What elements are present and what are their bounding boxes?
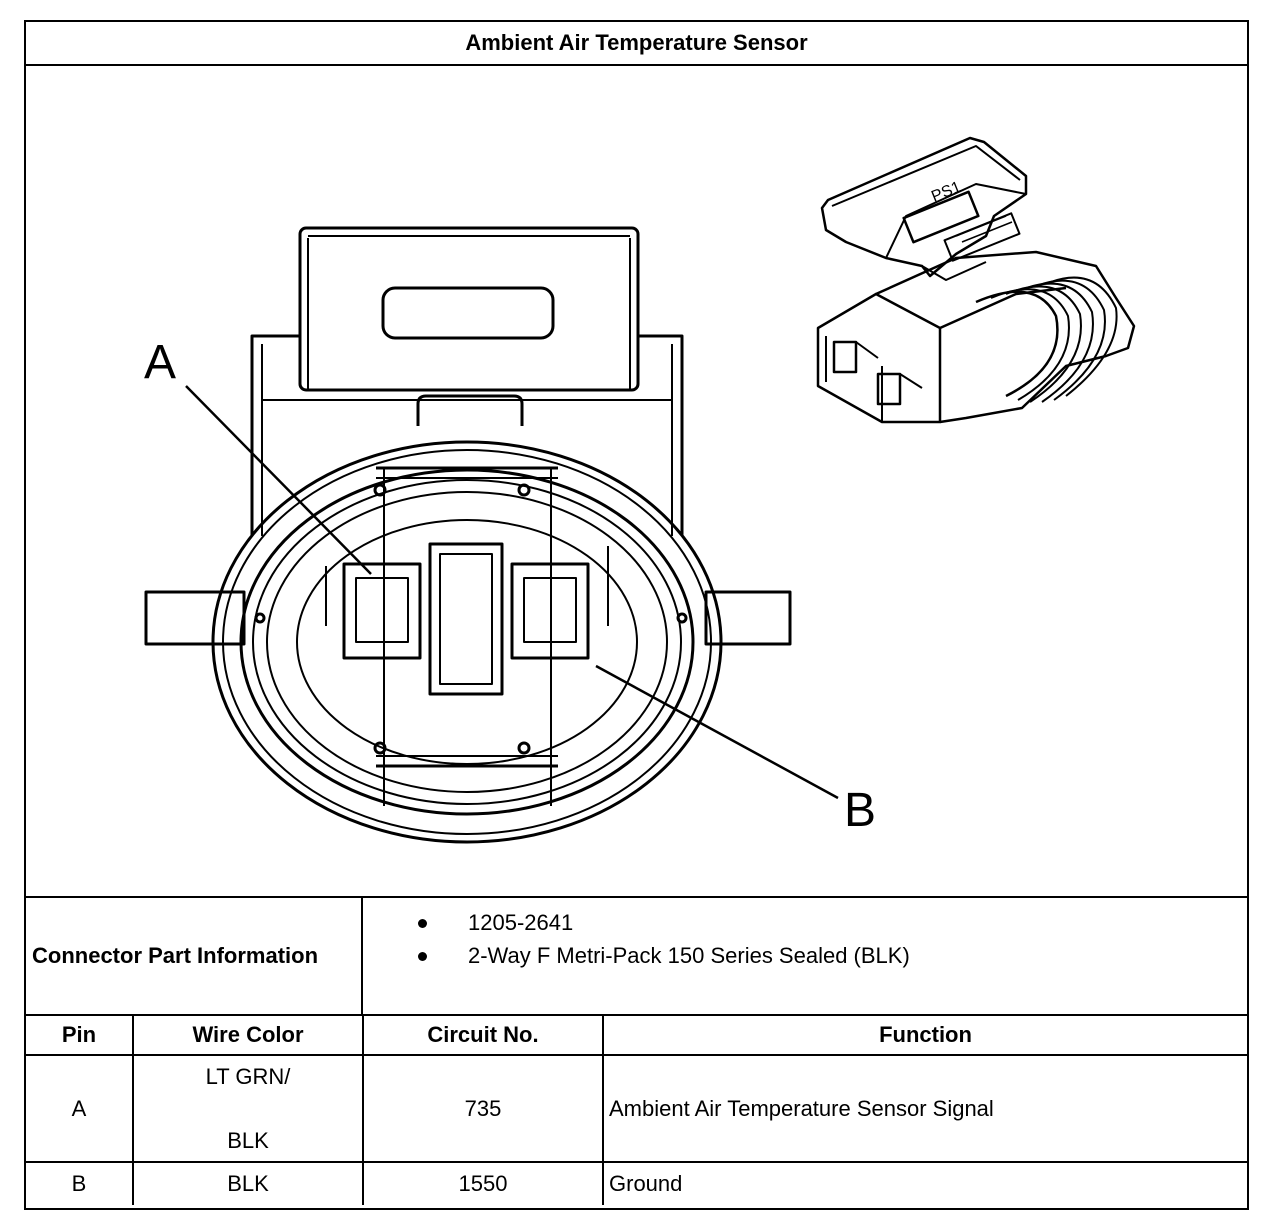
header-wire-color: Wire Color: [132, 1016, 364, 1056]
wire-color-cell: LT GRN/ BLK: [132, 1054, 364, 1163]
function-cell: Ground: [602, 1161, 1247, 1205]
circuit-cell: 735: [362, 1054, 604, 1163]
pin-cell: B: [26, 1161, 134, 1205]
pin-a-label: A: [144, 336, 176, 389]
connector-part-info-row: Connector Part Information 1205-2641 2-W…: [26, 898, 1247, 1016]
function-cell: Ambient Air Temperature Sensor Signal: [602, 1054, 1247, 1163]
pin-b-label: B: [844, 784, 876, 837]
wire-color-line: BLK: [227, 1127, 269, 1153]
connector-part-info-list: 1205-2641 2-Way F Metri-Pack 150 Series …: [363, 898, 1247, 1014]
wire-color-cell: BLK: [132, 1161, 364, 1205]
pin-table-header: Pin Wire Color Circuit No. Function: [26, 1016, 1247, 1056]
header-function: Function: [602, 1016, 1247, 1056]
bullet-icon: [418, 919, 427, 928]
part-number: 1205-2641: [468, 910, 574, 935]
wire-color-line: LT GRN/: [205, 1063, 291, 1089]
connector-drawing: A B: [144, 136, 1136, 844]
table-row: A LT GRN/ BLK 735 Ambient Air Temperatur…: [26, 1054, 1247, 1163]
connector-info-sheet: Ambient Air Temperature Sensor: [24, 20, 1249, 1210]
pin-table: Pin Wire Color Circuit No. Function A LT…: [26, 1016, 1247, 1205]
connector-face-view: [144, 226, 839, 844]
connector-figure: A B: [26, 66, 1247, 898]
header-pin: Pin: [26, 1016, 134, 1056]
connector-isometric-view: [816, 136, 1136, 424]
bullet-icon: [418, 952, 427, 961]
sheet-title: Ambient Air Temperature Sensor: [26, 22, 1247, 66]
table-row: B BLK 1550 Ground: [26, 1161, 1247, 1205]
pin-cell: A: [26, 1054, 134, 1163]
circuit-cell: 1550: [362, 1161, 604, 1205]
connector-part-info-label: Connector Part Information: [26, 898, 363, 1014]
header-circuit: Circuit No.: [362, 1016, 604, 1056]
part-description: 2-Way F Metri-Pack 150 Series Sealed (BL…: [468, 943, 910, 968]
